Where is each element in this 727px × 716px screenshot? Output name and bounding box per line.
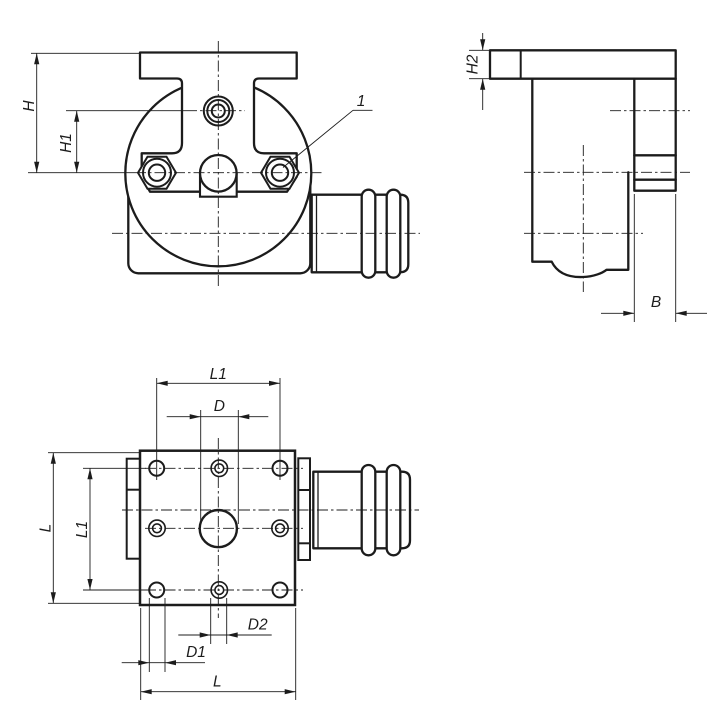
- front-screw-left: [136, 155, 178, 190]
- callout-1: 1: [282, 93, 373, 168]
- dim-L1-left: L1: [74, 468, 93, 590]
- dim-label-L1-left: L1: [74, 521, 91, 538]
- dim-label-D: D: [214, 398, 225, 415]
- dim-label-L-left: L: [38, 524, 55, 533]
- side-body-outline: [531, 77, 630, 279]
- bottom-right-bar: [297, 457, 311, 561]
- dim-L-left: L: [38, 452, 56, 604]
- dim-H: H: [21, 52, 140, 173]
- bottom-extension-lines: [48, 378, 297, 700]
- dim-label-L-bottom: L: [213, 674, 222, 691]
- dim-D1: D1: [121, 644, 206, 666]
- side-centerlines: [524, 110, 690, 292]
- dim-H2: H2: [465, 33, 491, 110]
- callout-1-label: 1: [357, 93, 366, 110]
- dim-label-B: B: [651, 294, 661, 311]
- dim-L-bottom: L: [140, 674, 296, 695]
- side-clamp-bar: [633, 77, 677, 192]
- dim-label-H: H: [21, 100, 38, 112]
- dim-label-L1-top: L1: [210, 366, 227, 383]
- front-centerlines: [28, 41, 420, 286]
- dim-D2: D2: [178, 617, 272, 638]
- dim-label-H2: H2: [465, 54, 482, 74]
- bottom-left-rail: [125, 457, 141, 560]
- dim-L1-top: L1: [156, 366, 280, 386]
- dim-label-D1: D1: [186, 644, 206, 661]
- side-view: H2 B: [465, 33, 707, 322]
- bottom-centerlines: [122, 438, 419, 618]
- bottom-ringed-holes: [148, 459, 289, 599]
- dim-B: B: [601, 194, 707, 322]
- dim-H1: H1: [58, 110, 80, 173]
- front-view: H H1 1: [21, 41, 420, 286]
- dim-D: D: [166, 398, 269, 420]
- dim-label-H1: H1: [58, 133, 75, 153]
- bottom-shaft: [312, 463, 412, 557]
- dim-label-D2: D2: [248, 617, 268, 634]
- side-top-plate: [488, 49, 677, 80]
- bottom-view: L1 D L L1 D2: [38, 366, 419, 700]
